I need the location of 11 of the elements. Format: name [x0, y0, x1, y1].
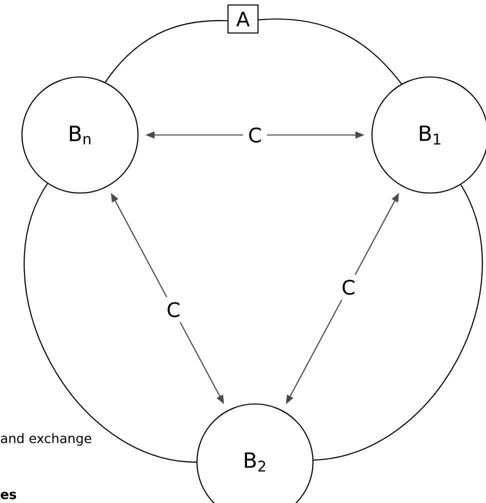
circle-node: B$_{n}$ — [21, 76, 139, 194]
circle-arc — [258, 18, 402, 84]
circle-arc — [104, 20, 228, 83]
edge-label: C — [342, 280, 354, 295]
circle-arc — [24, 183, 197, 463]
cut-off-text: and exchange — [0, 433, 92, 446]
label-box: A — [227, 4, 259, 34]
edge-label: C — [249, 127, 261, 143]
cut-off-text: es — [0, 492, 16, 500]
circle-arc — [313, 184, 483, 461]
edge-label: C — [168, 302, 180, 318]
